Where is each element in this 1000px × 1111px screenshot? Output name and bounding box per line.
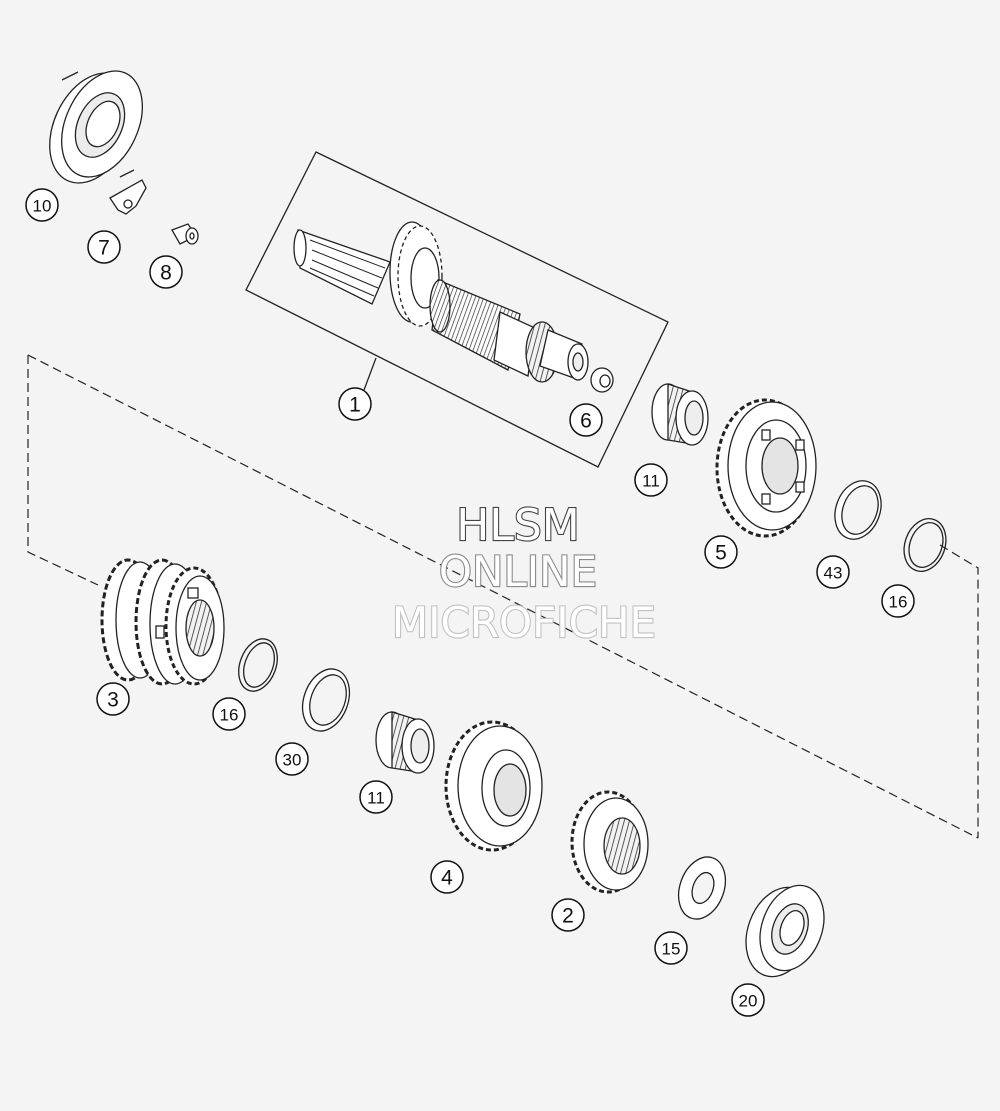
callout-circle (338, 387, 372, 421)
nut-6 (590, 367, 614, 393)
shaft-assembly-frame (245, 151, 669, 468)
callout-8: 8 (149, 255, 183, 289)
callout-number: 10 (33, 197, 52, 216)
washer-43 (834, 480, 882, 540)
callout-number: 1 (349, 394, 361, 417)
callout-number: 7 (98, 237, 110, 260)
callout-20: 20 (731, 983, 765, 1017)
watermark: HLSM ONLINE MICROFICHE (391, 499, 657, 648)
callout-1: 1 (338, 387, 372, 421)
lower-assembly-frame (27, 354, 979, 839)
callout-number: 16 (220, 706, 239, 725)
callout-circle (430, 860, 464, 894)
callout-circle (25, 188, 59, 222)
callout-3: 3 (96, 682, 130, 716)
callout-circle (654, 931, 688, 965)
gear-2 (570, 790, 649, 894)
gear-4 (444, 720, 543, 852)
callout-7: 7 (87, 230, 121, 264)
gear-cluster-3 (100, 558, 225, 686)
callout-circle (816, 555, 850, 589)
callout-circle (87, 230, 121, 264)
needle-bearing-11-lower (375, 711, 435, 774)
callout-15: 15 (654, 931, 688, 965)
callout-6: 6 (569, 403, 603, 437)
lock-plate-7 (109, 179, 147, 215)
callout-16a: 16 (881, 584, 915, 618)
callout-5: 5 (704, 535, 738, 569)
washer-15 (677, 856, 727, 920)
callout-4: 4 (430, 860, 464, 894)
watermark-line-1: HLSM (456, 500, 580, 551)
callout-43: 43 (816, 555, 850, 589)
callout-2: 2 (551, 898, 585, 932)
callout-number: 20 (739, 992, 758, 1011)
callout-number: 30 (283, 751, 302, 770)
callout-circle (569, 403, 603, 437)
callout-number: 5 (715, 542, 727, 565)
circlip-16-upper (903, 518, 947, 572)
callout-11a: 11 (634, 463, 668, 497)
callout-number: 3 (107, 689, 119, 712)
callout-circle (551, 898, 585, 932)
callout-number: 11 (367, 789, 385, 808)
callout-circle (359, 780, 393, 814)
ball-bearing-10 (49, 70, 143, 184)
callout-number: 16 (889, 593, 908, 612)
leader-line-1 (363, 357, 377, 391)
circlip-16-lower (238, 638, 278, 692)
needle-bearing-11-upper (651, 383, 709, 446)
ball-bearing-20 (745, 884, 825, 978)
callout-circle (731, 983, 765, 1017)
watermark-line-3: MICROFICHE (392, 598, 656, 647)
callout-number: 15 (662, 940, 681, 959)
callout-circle (96, 682, 130, 716)
callout-circle (881, 584, 915, 618)
callout-number: 43 (824, 564, 843, 583)
watermark-line-2: ONLINE (439, 547, 597, 596)
callout-circle (212, 697, 246, 731)
callout-circle (149, 255, 183, 289)
callout-number: 6 (580, 410, 592, 433)
screw-8 (171, 223, 199, 245)
callout-circle (275, 742, 309, 776)
callout-16b: 16 (212, 697, 246, 731)
callout-number: 11 (642, 472, 660, 491)
callout-number: 2 (562, 905, 574, 928)
callout-circle (634, 463, 668, 497)
callout-10: 10 (25, 188, 59, 222)
callout-11b: 11 (359, 780, 393, 814)
main-shaft-1 (293, 221, 589, 383)
callout-30: 30 (275, 742, 309, 776)
callout-number: 8 (160, 262, 172, 285)
callout-circle (704, 535, 738, 569)
gear-5 (715, 398, 817, 538)
washer-30 (301, 668, 351, 732)
callout-number: 4 (441, 867, 453, 890)
